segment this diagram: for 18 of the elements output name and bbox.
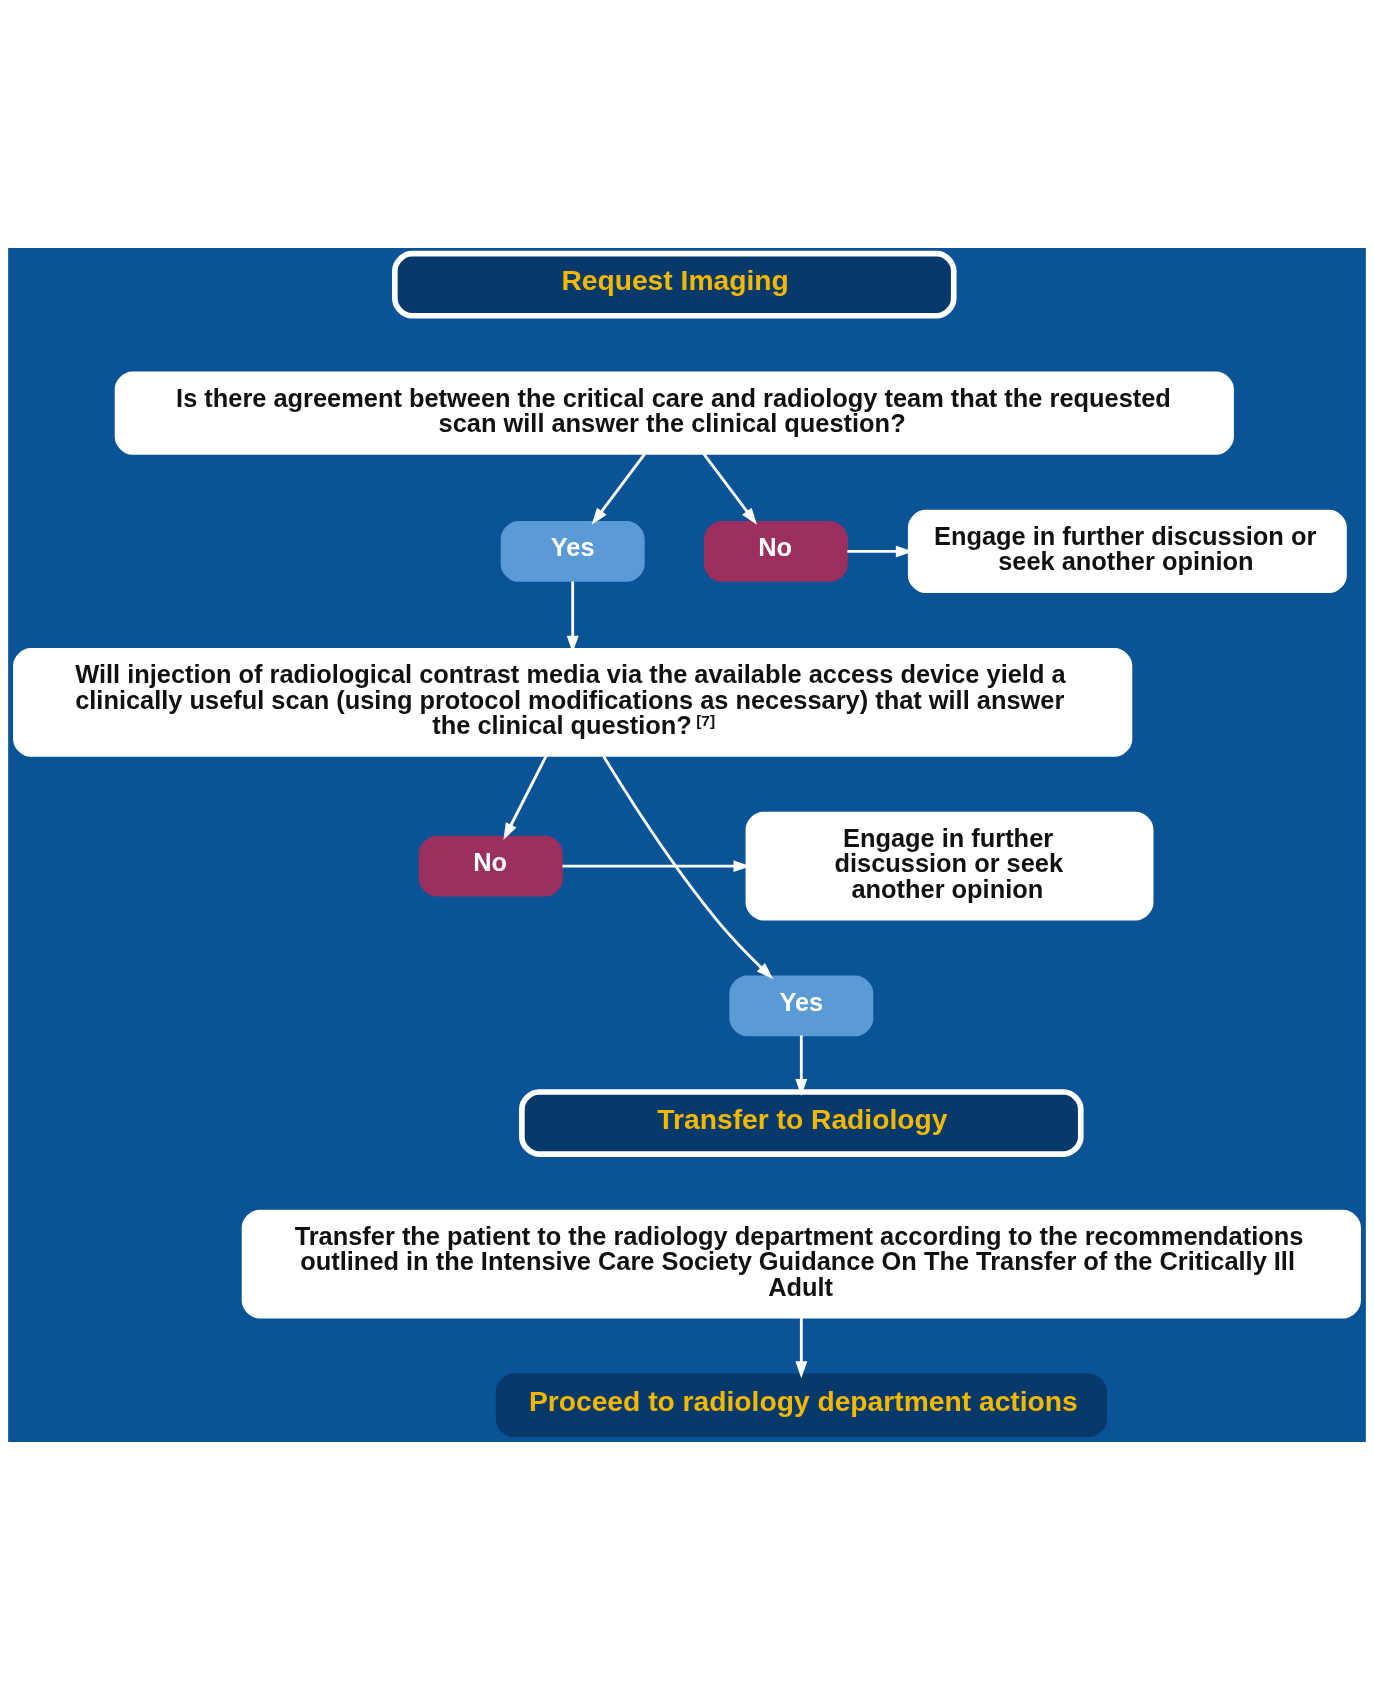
node-box: Proceed to radiology department actions	[495, 1373, 1107, 1438]
node-box: Yes	[500, 521, 645, 582]
node-box: Request Imaging	[392, 250, 957, 319]
node-box: Is there agreement between the critical care and radiology team that the requested scan will answer the clinical question?	[114, 371, 1234, 455]
arrow	[795, 1317, 808, 1379]
node-box: Engage in further discussion or seek another opinion	[907, 509, 1347, 594]
arrow	[795, 1035, 808, 1096]
arrow	[591, 453, 646, 525]
node-box: Transfer to Radiology	[519, 1089, 1084, 1157]
node-box: Engage in further discussion or seek another opinion	[745, 811, 1154, 921]
node-box: Transfer the patient to the radiology department according to the recommendations outlined in the Intensive Care Society Guidance On The Transfer of the Critically Ill Adult	[241, 1209, 1361, 1319]
node-box: No	[418, 835, 563, 897]
arrow	[503, 755, 548, 840]
node-box: Yes	[729, 975, 874, 1037]
node-box: No	[703, 521, 848, 582]
arrow	[602, 755, 774, 979]
arrow	[702, 453, 757, 525]
node-box: Will injection of radiological contrast media via the available access device yield a clinically useful scan (using protocol modifications as necessary) that will answer the clinical question?$^{[7]}$	[13, 648, 1133, 757]
